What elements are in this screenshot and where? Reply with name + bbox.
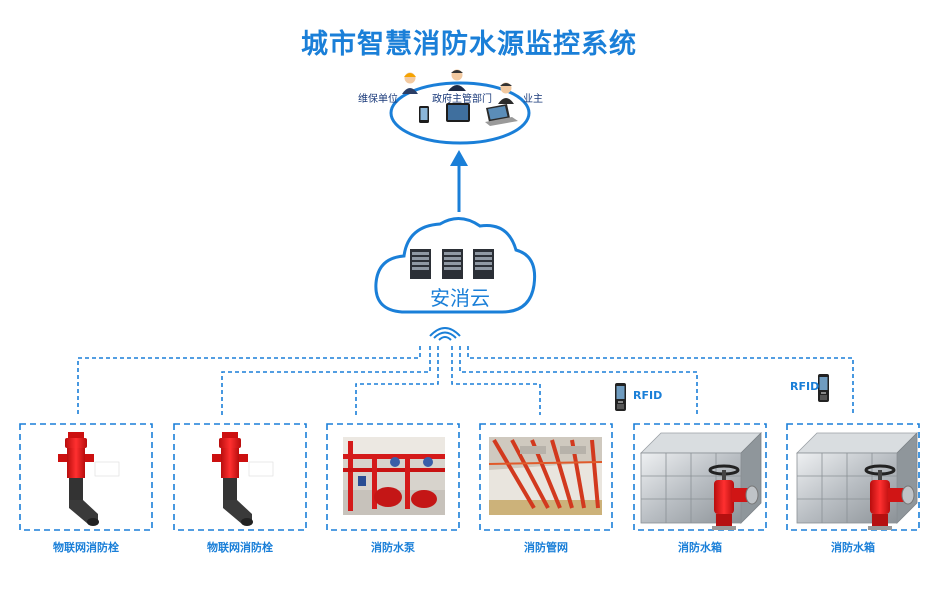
page-title: 城市智慧消防水源监控系统 <box>301 29 637 60</box>
device-label: 消防水泵 <box>371 541 415 554</box>
owner-person-icon <box>498 82 514 104</box>
government-department-label: 政府主管部门 <box>432 94 492 105</box>
water-tank-icon <box>796 432 918 524</box>
pipe-network-icon <box>488 437 603 515</box>
fire-hydrant-icon <box>212 432 274 526</box>
fire-hydrant-icon <box>58 432 120 526</box>
upload-arrow-head <box>450 150 468 166</box>
rfid-label: RFID <box>790 380 820 393</box>
connection-lines <box>77 346 854 415</box>
water-tank-icon <box>640 432 762 524</box>
cloud-label: 安消云 <box>430 286 490 310</box>
maintenance-person-icon <box>402 72 418 94</box>
owner-label: 业主 <box>523 94 543 105</box>
device-label: 消防管网 <box>524 541 568 554</box>
official-person-icon <box>448 69 466 91</box>
smartphone-icon <box>419 106 429 123</box>
device-label: 消防水箱 <box>831 541 875 554</box>
device-label: 消防水箱 <box>678 541 722 554</box>
water-pump-icon <box>343 437 445 515</box>
maintenance-unit-label: 维保单位 <box>358 94 398 105</box>
tablet-icon <box>446 103 470 122</box>
device-label: 物联网消防栓 <box>207 541 273 554</box>
laptop-icon <box>485 104 518 126</box>
wifi-icon <box>429 327 461 341</box>
rfid-label: RFID <box>633 389 663 402</box>
device-label: 物联网消防栓 <box>53 541 119 554</box>
server-icon <box>410 249 494 279</box>
device-boxes <box>19 423 920 531</box>
rfid-reader-icon <box>818 374 829 402</box>
rfid-reader-icon <box>615 383 626 411</box>
